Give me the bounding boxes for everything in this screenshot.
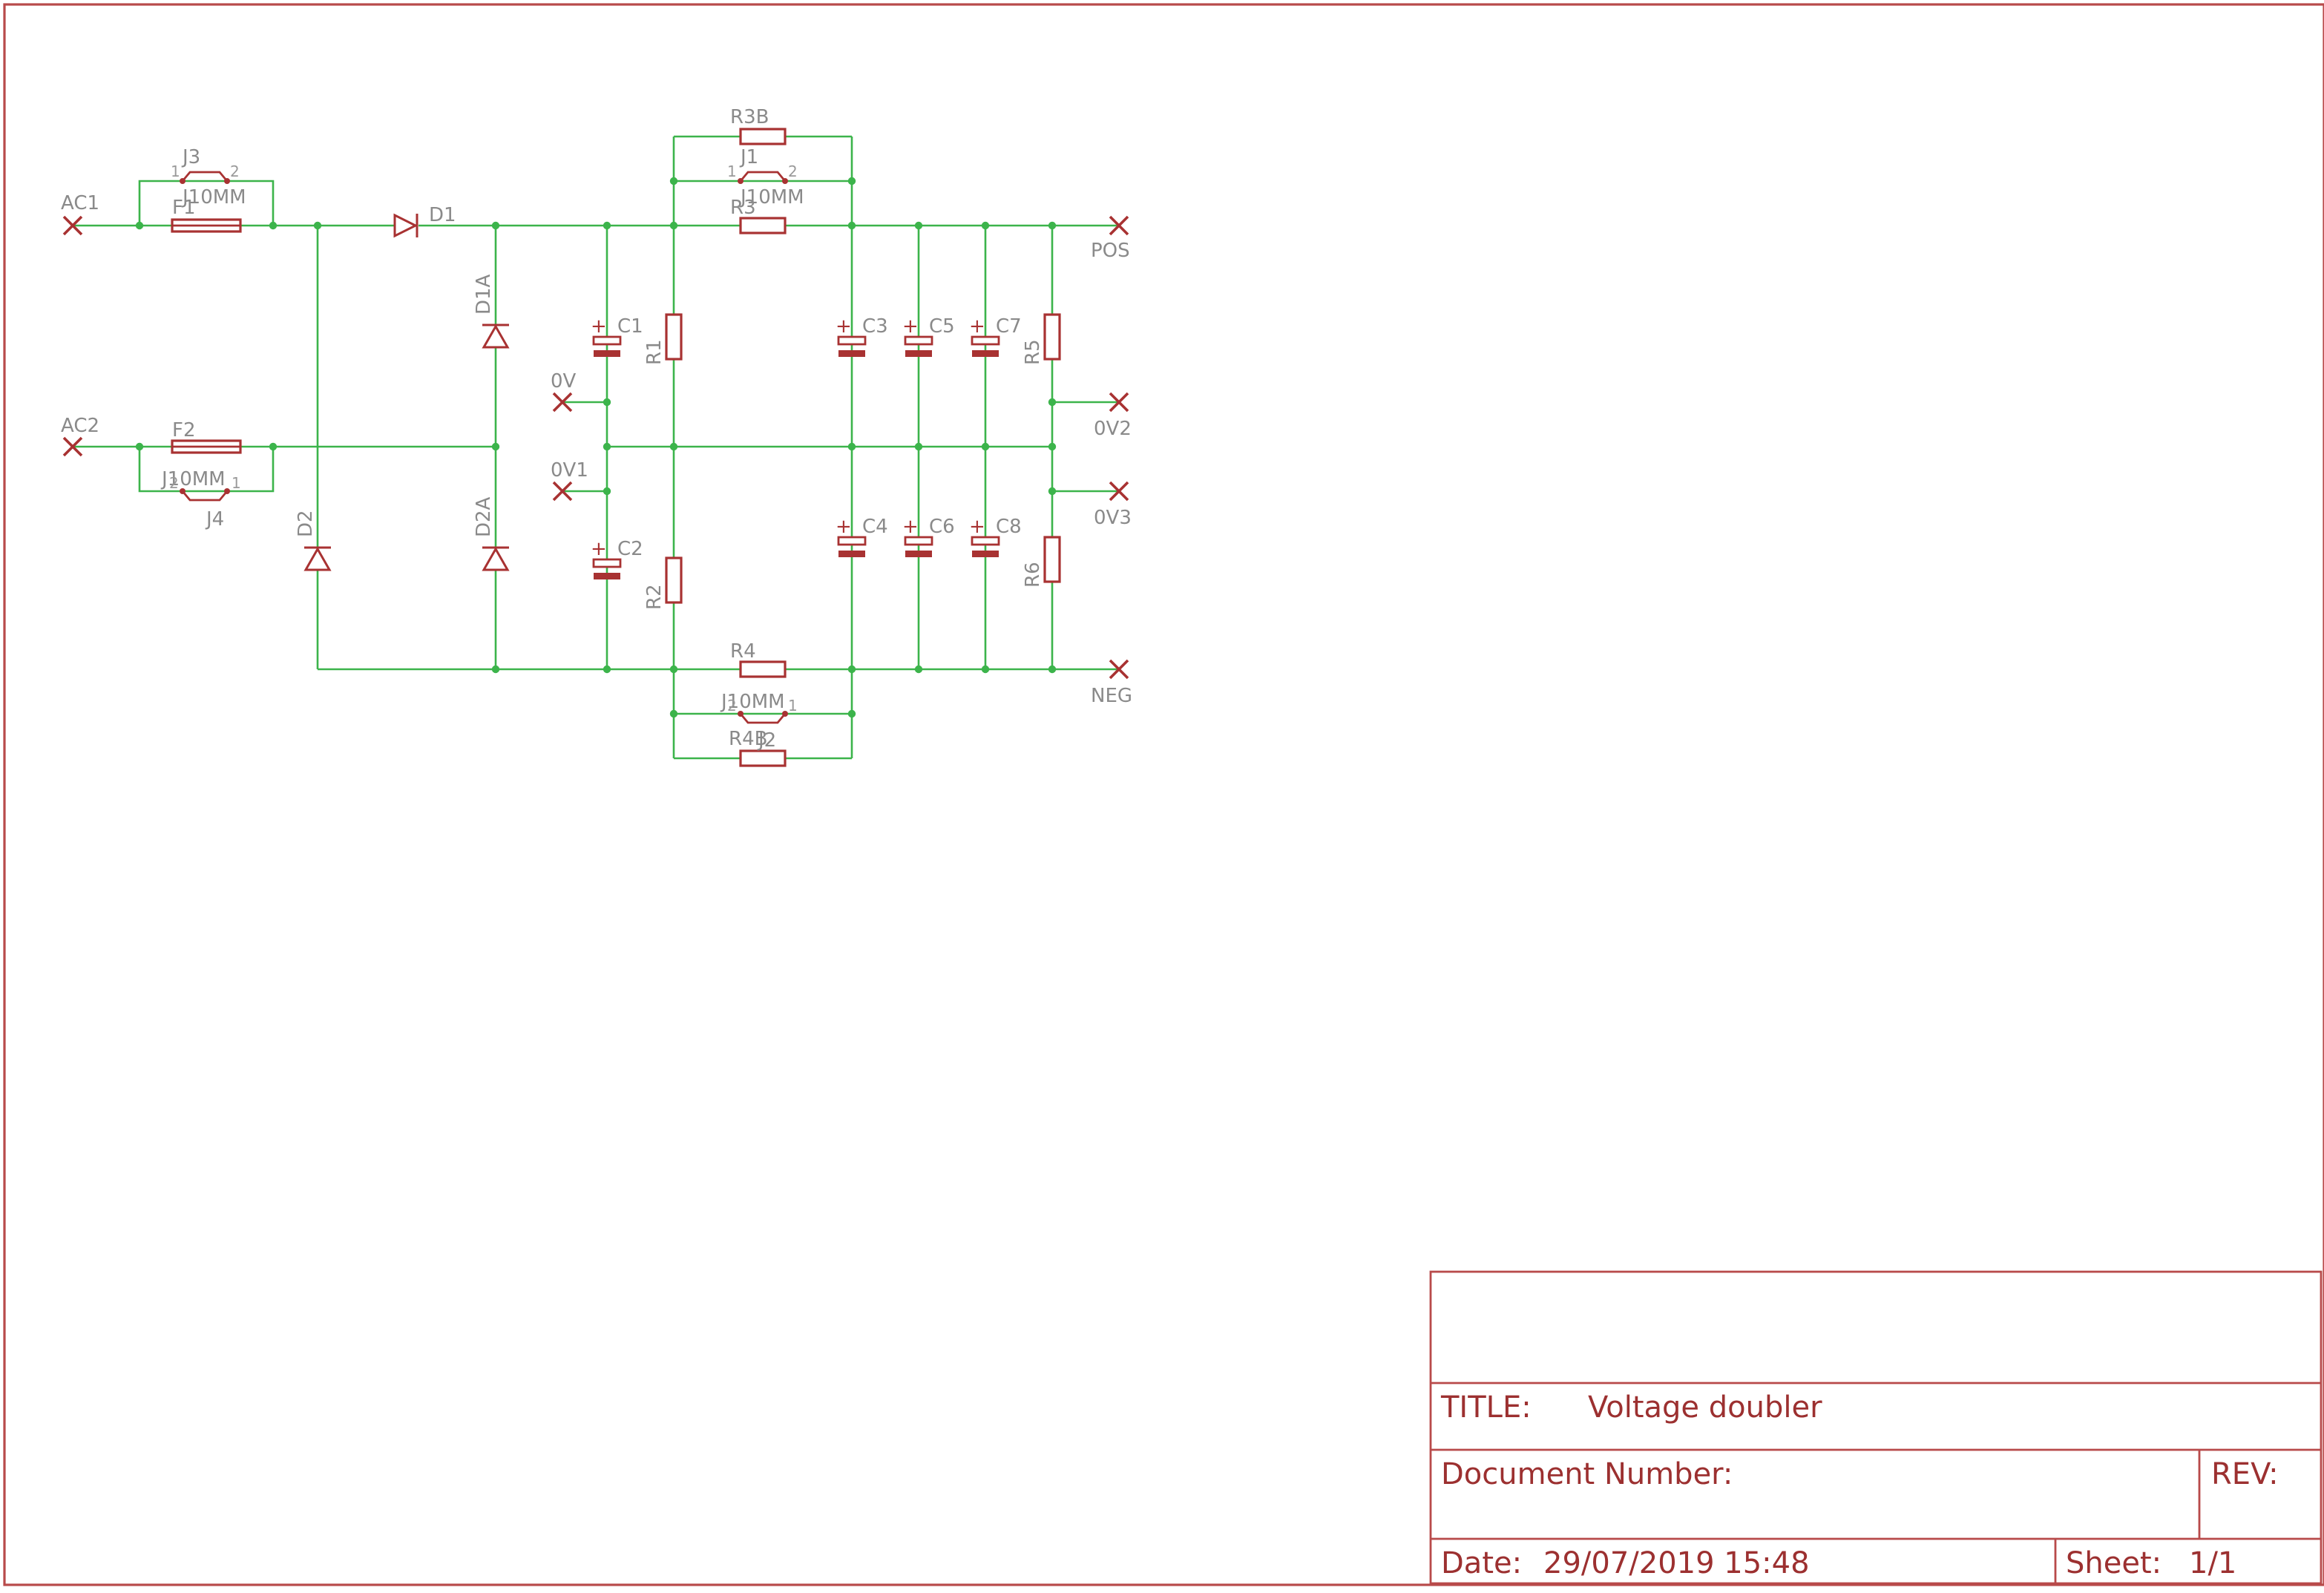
label-c7: C7 <box>996 315 1022 338</box>
label-neg: NEG <box>1091 685 1132 707</box>
jumper-j2 <box>738 711 788 724</box>
label-j3-value: J10MM <box>181 186 246 208</box>
label-r5: R5 <box>1022 339 1044 365</box>
label-d2: D2 <box>295 510 317 537</box>
resistor-r3 <box>739 217 787 234</box>
label-f1: F1 <box>172 197 196 219</box>
pin-j4-1: 1 <box>232 474 241 492</box>
label-r4: R4 <box>730 640 756 663</box>
document-number-label: Document Number: <box>1441 1457 1733 1491</box>
pin-j3-2: 2 <box>230 162 240 180</box>
label-c8: C8 <box>996 516 1022 538</box>
pin-j1-1: 1 <box>727 162 737 180</box>
jumper-j3 <box>180 171 230 184</box>
pin-j4-2: 2 <box>169 474 179 492</box>
polarity-c6: + <box>902 516 919 538</box>
polarity-c2: + <box>591 538 607 560</box>
label-0v2: 0V2 <box>1094 418 1132 440</box>
fuse-f1 <box>171 218 242 233</box>
label-j2-value: J10MM <box>720 691 785 713</box>
label-ac2: AC2 <box>61 415 99 437</box>
pin-j1-2: 2 <box>788 162 798 180</box>
pin-j2-2: 2 <box>727 697 737 715</box>
label-r2: R2 <box>643 584 666 610</box>
title-value: Voltage doubler <box>1588 1390 1822 1425</box>
label-r6: R6 <box>1022 562 1044 588</box>
resistor-r3b <box>739 128 787 145</box>
label-r4b: R4B <box>729 728 767 750</box>
label-c1: C1 <box>617 315 643 338</box>
sheet-border <box>3 3 2324 1586</box>
label-j3: J3 <box>181 146 200 168</box>
label-r3: R3 <box>730 197 756 219</box>
label-c4: C4 <box>862 516 888 538</box>
label-d2a: D2A <box>473 496 495 537</box>
jumper-j4 <box>180 488 230 502</box>
diode-d1a <box>482 323 510 349</box>
label-j4-value: J10MM <box>160 468 226 490</box>
resistor-r2 <box>665 556 683 604</box>
label-c2: C2 <box>617 538 643 560</box>
date-value: 29/07/2019 15:48 <box>1543 1546 1810 1580</box>
label-j2: J2 <box>757 729 776 752</box>
resistor-r4 <box>739 660 787 678</box>
sheet-label: Sheet: <box>2066 1546 2161 1580</box>
polarity-c5: + <box>902 315 919 338</box>
diode-d2 <box>303 546 332 571</box>
resistor-r4b <box>739 749 787 767</box>
polarity-c1: + <box>591 315 607 338</box>
title-label: TITLE: <box>1440 1390 1532 1425</box>
label-d1a: D1A <box>473 274 495 315</box>
resistor-r1 <box>665 313 683 361</box>
polarity-c7: + <box>969 315 985 338</box>
diode-d1 <box>393 213 418 238</box>
label-ac1: AC1 <box>61 192 99 214</box>
fuse-f2 <box>171 439 242 454</box>
label-c3: C3 <box>862 315 888 338</box>
diode-d2a <box>482 546 510 571</box>
rev-label: REV: <box>2211 1457 2279 1491</box>
resistor-r6 <box>1043 536 1061 583</box>
label-pos: POS <box>1091 240 1130 262</box>
pin-j2-1: 1 <box>788 697 798 715</box>
label-j1: J1 <box>739 146 758 168</box>
date-label: Date: <box>1441 1546 1522 1580</box>
label-j4: J4 <box>205 508 224 531</box>
label-j1-value: J10MM <box>739 186 804 208</box>
polarity-c8: + <box>969 516 985 538</box>
sheet-value: 1/1 <box>2189 1546 2236 1580</box>
label-0v3: 0V3 <box>1094 507 1132 529</box>
label-d1: D1 <box>429 204 456 226</box>
label-0v: 0V <box>551 370 577 392</box>
label-r3b: R3B <box>730 106 769 128</box>
title-block <box>1429 1270 2323 1585</box>
pin-j3-1: 1 <box>171 162 180 180</box>
resistor-r5 <box>1043 313 1061 361</box>
label-c6: C6 <box>929 516 955 538</box>
label-0v1: 0V1 <box>551 459 588 482</box>
polarity-c4: + <box>836 516 852 538</box>
jumper-j1 <box>738 171 788 184</box>
label-f2: F2 <box>172 419 196 441</box>
label-r1: R1 <box>643 339 666 365</box>
polarity-c3: + <box>836 315 852 338</box>
label-c5: C5 <box>929 315 955 338</box>
